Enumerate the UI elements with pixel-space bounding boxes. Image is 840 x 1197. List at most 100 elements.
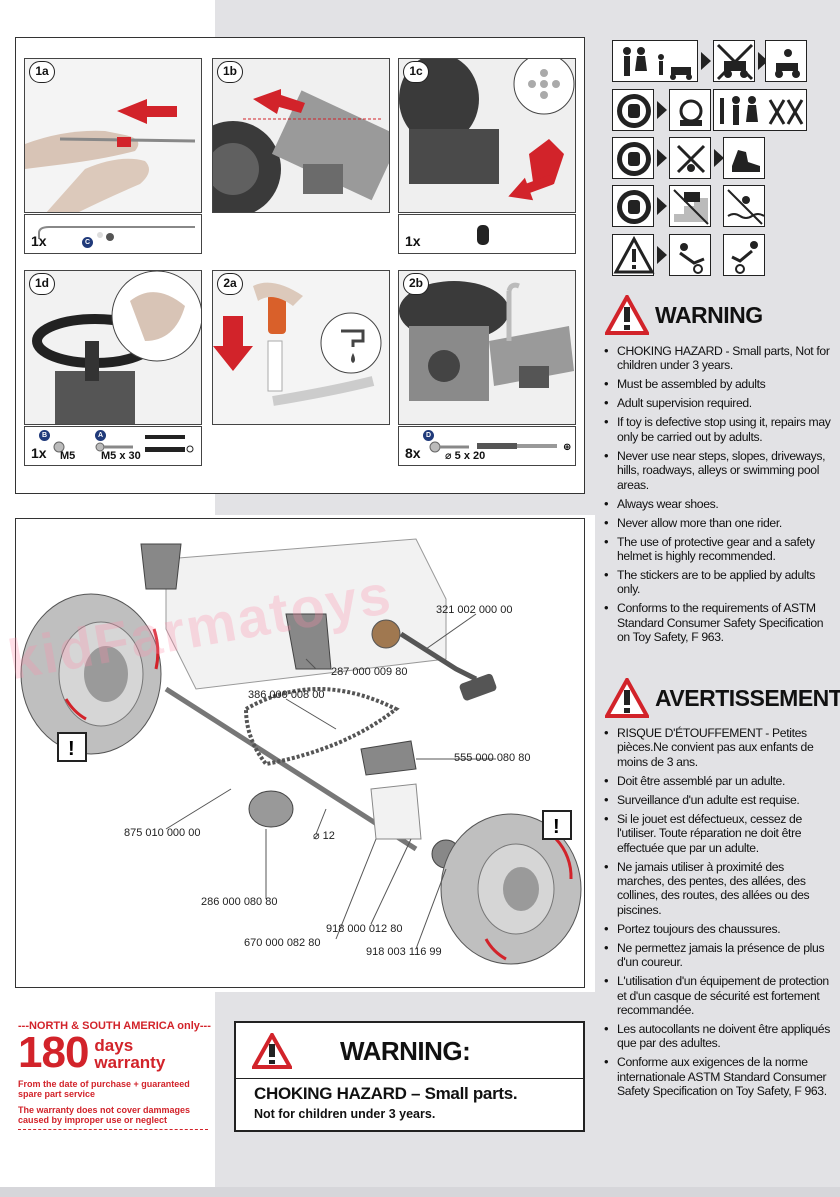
parts-box-2b: D ⊕ 8x ⌀ 5 x 20 <box>398 426 576 466</box>
svg-text:!: ! <box>68 738 75 760</box>
ride-ok-icon <box>765 40 807 82</box>
choking-hazard-box: WARNING: CHOKING HAZARD – Small parts. N… <box>234 1021 585 1132</box>
no-pool-icon <box>723 185 765 227</box>
step-badge: 1c <box>403 61 429 83</box>
parts-qty: 1x <box>31 445 47 461</box>
parts-box-1d: B A 1x M5 M5 x 30 <box>24 426 202 466</box>
warranty-note-exclusion: The warranty does not cover dammages cau… <box>18 1105 191 1125</box>
assembly-steps-frame: 1a 1b 1c <box>15 37 585 494</box>
list-item: Surveillance d'un adulte est requise. <box>602 793 834 808</box>
svg-text:⊕: ⊕ <box>563 442 571 453</box>
arrow-icon <box>657 246 667 264</box>
parts-box-1a: C 1x <box>24 214 202 254</box>
part-number-label: 918 003 116 99 <box>366 946 442 958</box>
shaft-diameter-label: ⌀ 12 <box>313 830 335 842</box>
stop-icon <box>612 89 654 131</box>
list-item: The stickers are to be applied by adults… <box>602 568 834 597</box>
list-item: Never use near steps, slopes, driveways,… <box>602 449 834 492</box>
fall-hazard-icon <box>723 234 765 276</box>
screw-nut-tools-icon <box>53 435 194 453</box>
cap-part-icon <box>477 225 489 245</box>
step-1d-illustration <box>25 271 201 424</box>
list-item: CHOKING HAZARD - Small parts, Not for ch… <box>602 344 834 373</box>
part-number-label: 918 000 012 80 <box>326 923 403 935</box>
children-supervision-icon <box>612 40 698 82</box>
part-number-label: 321 002 000 00 <box>436 604 513 616</box>
step-1a: 1a <box>24 58 202 213</box>
step-2a-illustration <box>213 271 389 424</box>
list-item: Les autocollants ne doivent être appliqu… <box>602 1022 834 1051</box>
step-2a: 2a <box>212 270 390 425</box>
part-letter-badge: D <box>423 430 434 441</box>
pin-part-icon <box>38 226 195 241</box>
step-badge: 2b <box>403 273 429 295</box>
list-item: Always wear shoes. <box>602 497 834 512</box>
warranty-divider <box>18 1129 208 1130</box>
arrow-icon <box>758 52 768 70</box>
no-ride-icon <box>713 40 755 82</box>
warranty-days-number: 180 <box>18 1028 89 1077</box>
part-number-label: 875 010 000 00 <box>124 827 201 839</box>
age-restriction-text: Not for children under 3 years. <box>254 1107 436 1121</box>
safety-icon-row-4 <box>612 185 812 227</box>
step-badge: 2a <box>217 273 243 295</box>
no-tools-icon <box>669 137 711 179</box>
defect-wheel-icon <box>669 89 711 131</box>
part-number-label: 386 000 008 00 <box>248 689 325 701</box>
warranty-headline: 180 days warranty <box>18 1028 208 1077</box>
part-number-label: 555 000 080 80 <box>454 752 531 764</box>
part-letter-badge: C <box>82 237 93 248</box>
warning-triangle-icon <box>605 295 649 335</box>
hazard-triangle-icon <box>612 234 655 276</box>
arrow-icon <box>714 149 724 167</box>
choking-hazard-text: CHOKING HAZARD – Small parts. <box>254 1084 518 1103</box>
part-number-label: 287 000 009 80 <box>331 666 408 678</box>
parts-qty: 1x <box>31 233 47 249</box>
warranty-unit: days warranty <box>94 1037 165 1071</box>
safety-icon-row-2 <box>612 89 812 131</box>
step-2b: 2b <box>398 270 576 425</box>
page-bottom-band <box>0 1187 840 1197</box>
step-1c-illustration <box>399 59 575 212</box>
step-2b-illustration <box>399 271 575 424</box>
warning-fr-list: RISQUE D'ÉTOUFFEMENT - Petites pièces.Ne… <box>602 726 834 1103</box>
adult-repair-icon <box>713 89 807 131</box>
nut-size-label: M5 <box>60 450 76 462</box>
screw-size-label: M5 x 30 <box>101 450 141 462</box>
warning-en-list: CHOKING HAZARD - Small parts, Not for ch… <box>602 344 834 649</box>
safety-icon-row-3 <box>612 137 812 179</box>
list-item: Portez toujours des chaussures. <box>602 922 834 937</box>
no-steps-icon <box>669 185 711 227</box>
list-item: Never allow more than one rider. <box>602 516 834 531</box>
stop-icon <box>612 137 654 179</box>
svg-text:!: ! <box>553 816 560 838</box>
choking-box-title: WARNING: <box>340 1035 471 1066</box>
safety-icon-row-5 <box>612 234 812 276</box>
fall-hazard-icon <box>669 234 711 276</box>
arrow-icon <box>657 197 667 215</box>
step-1b-illustration <box>213 59 389 212</box>
step-1c: 1c <box>398 58 576 213</box>
list-item: Si le jouet est défectueux, cessez de l'… <box>602 812 834 855</box>
list-item: RISQUE D'ÉTOUFFEMENT - Petites pièces.Ne… <box>602 726 834 769</box>
list-item: Conforms to the requirements of ASTM Sta… <box>602 601 834 644</box>
stop-icon <box>612 185 654 227</box>
list-item: Conforme aux exigences de la norme inter… <box>602 1055 834 1098</box>
screw-screwdriver-icon: ⊕ <box>429 441 571 453</box>
warranty-block: ---NORTH & SOUTH AMERICA only--- 180 day… <box>18 1020 211 1130</box>
list-item: Ne jamais utiliser à proximité des march… <box>602 860 834 918</box>
warning-title: WARNING <box>655 301 763 328</box>
arrow-icon <box>701 52 711 70</box>
step-1d: 1d <box>24 270 202 425</box>
parts-qty: 1x <box>405 233 421 249</box>
shoes-icon <box>723 137 765 179</box>
warranty-unit-label: warranty <box>94 1053 166 1072</box>
list-item: Adult supervision required. <box>602 396 834 411</box>
warranty-note-purchase: From the date of purchase + guaranteed s… <box>18 1079 190 1099</box>
choking-box-divider <box>236 1078 583 1079</box>
warranty-region: ---NORTH & SOUTH AMERICA only--- <box>18 1020 211 1032</box>
list-item: Ne permettez jamais la présence de plus … <box>602 941 834 970</box>
screw-size-label: ⌀ 5 x 20 <box>445 450 486 462</box>
list-item: Must be assembled by adults <box>602 377 834 392</box>
exploded-drive-diagram: ! ! <box>20 538 582 965</box>
